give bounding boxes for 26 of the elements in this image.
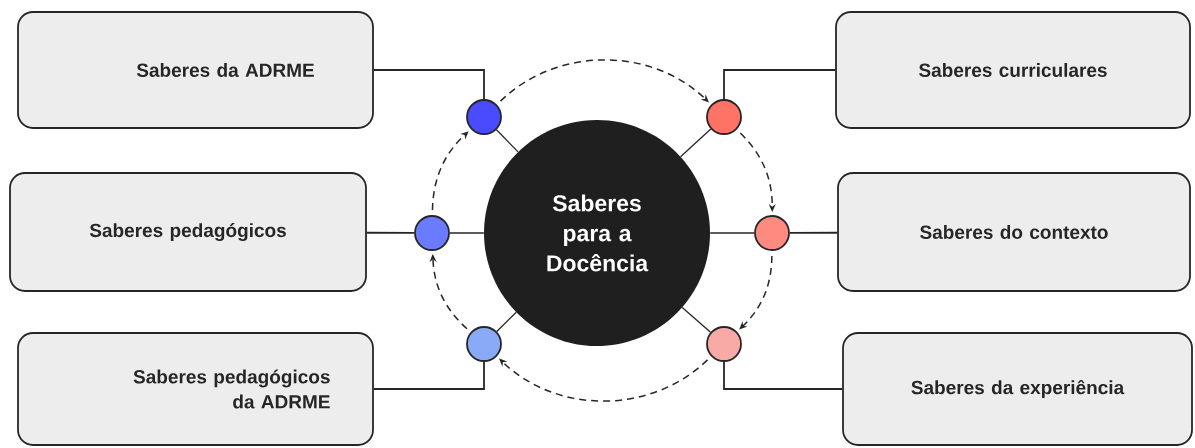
process-box: Saberes curriculares xyxy=(835,11,1191,129)
spoke-line xyxy=(496,311,517,333)
process-box: Saberes pedagógicos da ADRME xyxy=(17,332,374,446)
connector-line xyxy=(789,231,838,234)
connector-dot xyxy=(706,326,742,362)
process-box: Saberes pedagógicos xyxy=(9,172,367,292)
connector-line xyxy=(723,69,836,100)
connector-line xyxy=(723,361,843,390)
connector-dot xyxy=(466,326,502,362)
connector-dot xyxy=(754,215,790,251)
cycle-arrow xyxy=(431,131,469,211)
spoke-line xyxy=(495,129,519,153)
spoke-line xyxy=(679,128,712,158)
process-box: Saberes do contexto xyxy=(837,172,1191,292)
connector-line xyxy=(366,231,415,234)
spoke-line xyxy=(709,232,755,234)
connector-line xyxy=(373,69,485,100)
cycle-arrow xyxy=(739,255,773,330)
connector-dot xyxy=(414,215,450,251)
connector-dot xyxy=(466,99,502,135)
process-box: Saberes da ADRME xyxy=(17,11,374,129)
spoke-line xyxy=(449,232,485,234)
spoke-line xyxy=(681,306,712,333)
process-box: Saberes da experiência xyxy=(842,332,1193,446)
connector-dot xyxy=(706,99,742,135)
connector-line xyxy=(373,361,485,390)
